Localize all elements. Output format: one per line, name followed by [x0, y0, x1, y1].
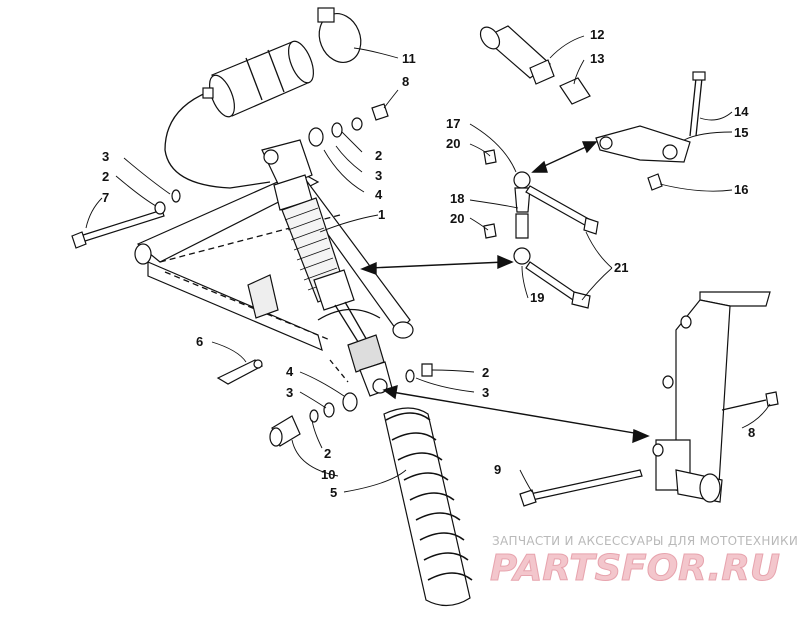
assembly-arrows: [360, 141, 650, 444]
callout-3: 3: [286, 385, 293, 400]
callout-3: 3: [482, 385, 489, 400]
callout-20: 20: [446, 136, 460, 151]
callout-13: 13: [590, 51, 604, 66]
callout-7: 7: [102, 190, 109, 205]
callout-2: 2: [102, 169, 109, 184]
callout-20: 20: [450, 211, 464, 226]
bolt-7: [71, 189, 181, 249]
link-rod: [483, 149, 599, 309]
callout-labels: 1 2 2 2 2 3 3 3 3 4 4 5 6 7 8 8 9 10 11 …: [102, 27, 755, 500]
callout-14: 14: [734, 104, 749, 119]
callout-2: 2: [324, 446, 331, 461]
callout-18: 18: [450, 191, 464, 206]
callout-3: 3: [102, 149, 109, 164]
callout-4: 4: [286, 364, 294, 379]
stabilizer-linkage: [479, 25, 706, 191]
callout-16: 16: [734, 182, 748, 197]
shock-absorber: [261, 139, 393, 397]
callout-11: 11: [402, 51, 416, 66]
callout-10: 10: [321, 467, 335, 482]
coil-spring: [383, 407, 473, 607]
callout-3: 3: [375, 168, 382, 183]
watermark: ЗАПЧАСТИ И АКСЕССУАРЫ ДЛЯ МОТОТЕХНИКИ PA…: [490, 534, 798, 590]
watermark-logo: PARTSFOR.RU: [490, 548, 780, 589]
callout-17: 17: [446, 116, 460, 131]
callout-4: 4: [375, 187, 383, 202]
callout-15: 15: [734, 125, 748, 140]
callout-21: 21: [614, 260, 628, 275]
callout-2: 2: [482, 365, 489, 380]
lower-mount-hardware: [269, 363, 433, 447]
callout-8: 8: [748, 425, 755, 440]
part-6: [216, 359, 264, 385]
callout-5: 5: [330, 485, 337, 500]
callout-12: 12: [590, 27, 604, 42]
callout-19: 19: [530, 290, 544, 305]
shock-reservoir: [164, 7, 362, 189]
watermark-tagline: ЗАПЧАСТИ И АКСЕССУАРЫ ДЛЯ МОТОТЕХНИКИ: [492, 534, 798, 548]
callout-9: 9: [494, 462, 501, 477]
callout-8: 8: [402, 74, 409, 89]
callout-1: 1: [378, 207, 385, 222]
callout-6: 6: [196, 334, 203, 349]
leader-lines: [85, 35, 771, 493]
callout-2: 2: [375, 148, 382, 163]
spindle: [519, 291, 779, 507]
upper-mount-hardware: [308, 103, 389, 147]
